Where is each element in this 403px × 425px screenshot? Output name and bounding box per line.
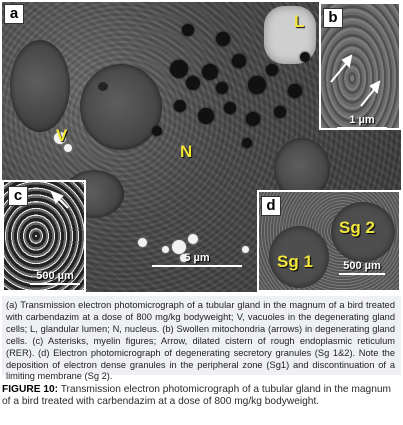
secretory-granule	[216, 82, 228, 94]
marker-sg2: Sg 2	[339, 218, 375, 237]
vacuole	[54, 132, 66, 144]
figure-legend-text: (a) Transmission electron photomicrograp…	[6, 300, 395, 382]
figure-caption-text: Transmission electron photomicrograph of…	[2, 384, 392, 408]
secretory-granule	[248, 76, 266, 94]
vacuole	[242, 246, 249, 253]
scale-bar-main-line	[152, 265, 242, 267]
secretory-granule	[170, 60, 188, 78]
mitochondria-arrows	[330, 54, 381, 107]
vacuole	[188, 234, 198, 244]
inset-panel-b: b 1 µm	[319, 2, 401, 130]
secretory-granule	[242, 138, 252, 148]
rer-arrow	[50, 190, 69, 209]
scale-bar-b: 1 µm	[337, 114, 387, 128]
secretory-granule-sg1	[269, 226, 329, 288]
secretory-granule	[274, 106, 286, 118]
arrow-head	[50, 190, 64, 204]
marker-nucleus: N	[180, 142, 193, 161]
nucleus-left	[10, 40, 70, 132]
secretory-granule	[288, 84, 302, 98]
scale-bar-c-line	[30, 283, 80, 285]
micrograph-figure: a L V N 5 µm b 1 µm c	[2, 2, 401, 292]
scale-bar-d-line	[339, 273, 385, 275]
scale-bar-main: 5 µm	[152, 252, 242, 267]
panel-label-d: d	[261, 196, 281, 216]
scale-bar-d: 500 µm	[339, 260, 385, 275]
secretory-granule	[152, 126, 162, 136]
secretory-granule	[174, 100, 186, 112]
scale-bar-b-line	[337, 127, 387, 128]
inset-panel-c: c 500 µm	[2, 180, 86, 292]
secretory-granule	[182, 24, 194, 36]
secretory-granule-sg2	[331, 202, 395, 262]
marker-sg1: Sg 1	[277, 252, 313, 271]
secretory-granule	[266, 64, 278, 76]
panel-label-b: b	[323, 8, 343, 28]
secretory-granule	[246, 112, 260, 126]
panel-label-a: a	[4, 4, 24, 24]
marker-lumen: L	[294, 12, 305, 31]
arrow-head	[341, 54, 353, 69]
secretory-granule	[300, 52, 310, 62]
inset-panel-d: d Sg 1 Sg 2 500 µm	[257, 190, 401, 292]
scale-bar-d-label: 500 µm	[343, 260, 381, 272]
figure-legend: (a) Transmission electron photomicrograp…	[2, 296, 401, 381]
scale-bar-b-label: 1 µm	[349, 114, 375, 126]
scale-bar-main-label: 5 µm	[184, 252, 210, 264]
scale-bar-c-label: 500 µm	[36, 270, 74, 282]
panel-label-c: c	[8, 186, 28, 206]
nucleolus	[98, 82, 108, 91]
nucleus-center	[80, 64, 162, 150]
secretory-granule	[232, 54, 246, 68]
vacuole	[172, 240, 186, 254]
secretory-granule	[224, 102, 236, 114]
secretory-granule	[216, 32, 230, 46]
secretory-granule	[202, 64, 218, 80]
arrow-head	[369, 80, 381, 95]
marker-vacuole: V	[56, 126, 68, 145]
figure-number: FIGURE 10:	[2, 384, 59, 395]
figure-caption: FIGURE 10: Transmission electron photomi…	[2, 384, 401, 409]
secretory-granule	[198, 108, 214, 124]
secretory-granule	[186, 76, 200, 90]
nucleus-right	[274, 138, 330, 200]
vacuole	[180, 254, 188, 262]
vacuole	[138, 238, 147, 247]
vacuole	[64, 144, 72, 152]
vacuole	[162, 246, 169, 253]
scale-bar-c: 500 µm	[30, 270, 80, 285]
